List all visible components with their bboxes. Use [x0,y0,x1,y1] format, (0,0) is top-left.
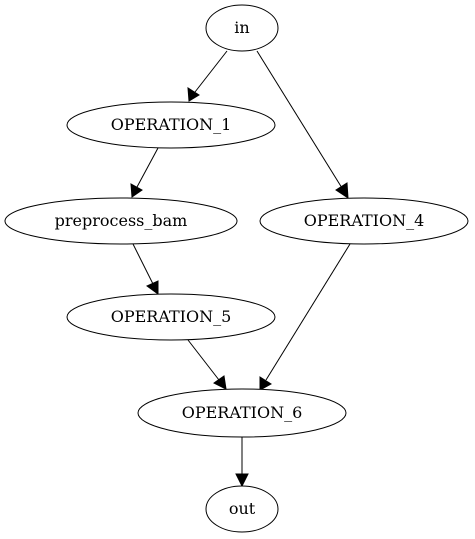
node-label-operation-1: OPERATION_1 [111,115,232,134]
node-label-operation-5: OPERATION_5 [111,307,232,326]
edge-in-to-operation-1 [187,50,228,102]
node-operation-4: OPERATION_4 [259,197,469,245]
node-label-operation-6: OPERATION_6 [182,403,303,422]
node-label-preprocess-bam: preprocess_bam [55,211,188,230]
edge-operation-6-to-out [235,437,249,488]
node-label-operation-4: OPERATION_4 [304,211,425,230]
node-in: in [205,4,279,52]
node-preprocess-bam: preprocess_bam [4,197,238,245]
node-out: out [205,485,279,533]
node-operation-5: OPERATION_5 [66,293,276,341]
node-label-out: out [229,499,256,518]
edge-operation-5-to-operation-6 [187,339,227,390]
edge-operation-4-to-operation-6 [259,243,351,391]
node-label-in: in [234,18,249,37]
edge-operation-1-to-preprocess-bam [130,147,159,198]
node-operation-6: OPERATION_6 [137,388,347,438]
node-operation-1: OPERATION_1 [66,101,276,149]
edge-preprocess-bam-to-operation-5 [132,243,159,295]
edge-in-to-operation-4 [256,50,349,199]
